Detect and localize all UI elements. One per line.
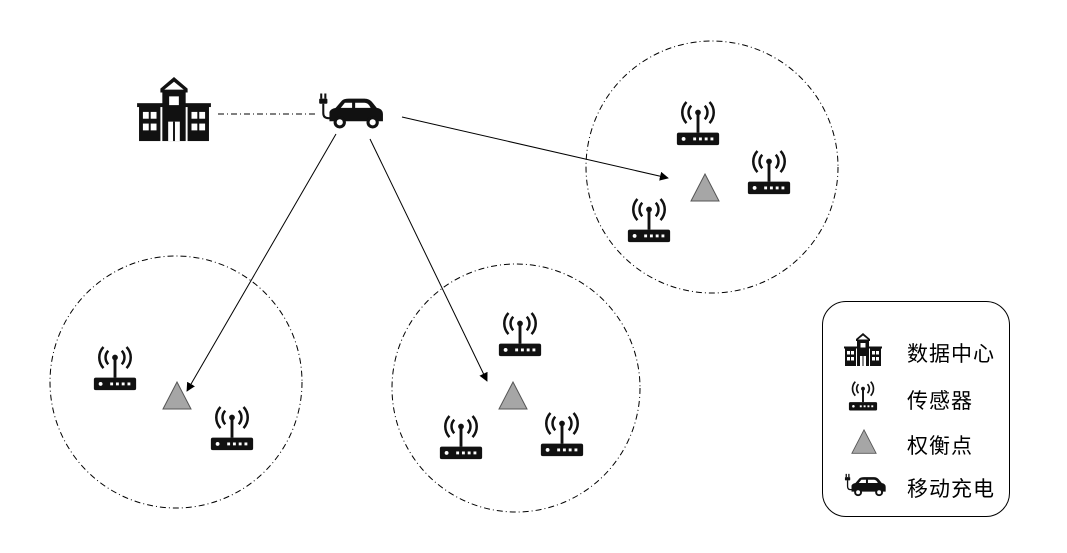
wifi-router-icon bbox=[746, 150, 792, 196]
wifi-router-icon bbox=[539, 412, 585, 458]
legend-item-tradeoff-point: 权衡点 bbox=[823, 422, 1009, 462]
cluster-boundary-left bbox=[49, 255, 303, 509]
electric-car-icon bbox=[844, 473, 887, 497]
triangle-icon bbox=[162, 381, 192, 410]
legend-label: 数据中心 bbox=[907, 342, 995, 366]
wifi-router-icon bbox=[438, 415, 484, 461]
wifi-router-icon bbox=[626, 198, 672, 244]
cluster-boundary-middle bbox=[391, 263, 641, 513]
route-arrow-left bbox=[186, 133, 337, 392]
legend-label: 移动充电 bbox=[907, 477, 995, 501]
cluster-boundary-right bbox=[585, 40, 839, 294]
school-building-icon bbox=[844, 333, 882, 366]
legend: 数据中心 传感器 权衡点 移动充电 bbox=[822, 301, 1010, 517]
wifi-router-icon bbox=[209, 406, 255, 452]
route-arrow-right bbox=[401, 116, 669, 181]
legend-label: 权衡点 bbox=[907, 434, 973, 458]
school-building-icon bbox=[137, 76, 211, 142]
wifi-router-icon bbox=[675, 101, 721, 147]
legend-item-mobile-charger: 移动充电 bbox=[823, 465, 1009, 505]
legend-item-data-center: 数据中心 bbox=[823, 330, 1009, 370]
electric-car-icon bbox=[318, 92, 384, 130]
legend-item-sensor: 传感器 bbox=[823, 377, 1009, 417]
route-arrow-middle bbox=[369, 138, 488, 382]
wifi-router-icon bbox=[92, 346, 138, 392]
wifi-router-icon bbox=[848, 381, 878, 412]
triangle-icon bbox=[690, 173, 720, 202]
triangle-icon bbox=[498, 381, 528, 410]
wifi-router-icon bbox=[497, 312, 543, 358]
legend-label: 传感器 bbox=[907, 389, 973, 413]
triangle-icon bbox=[851, 429, 877, 454]
